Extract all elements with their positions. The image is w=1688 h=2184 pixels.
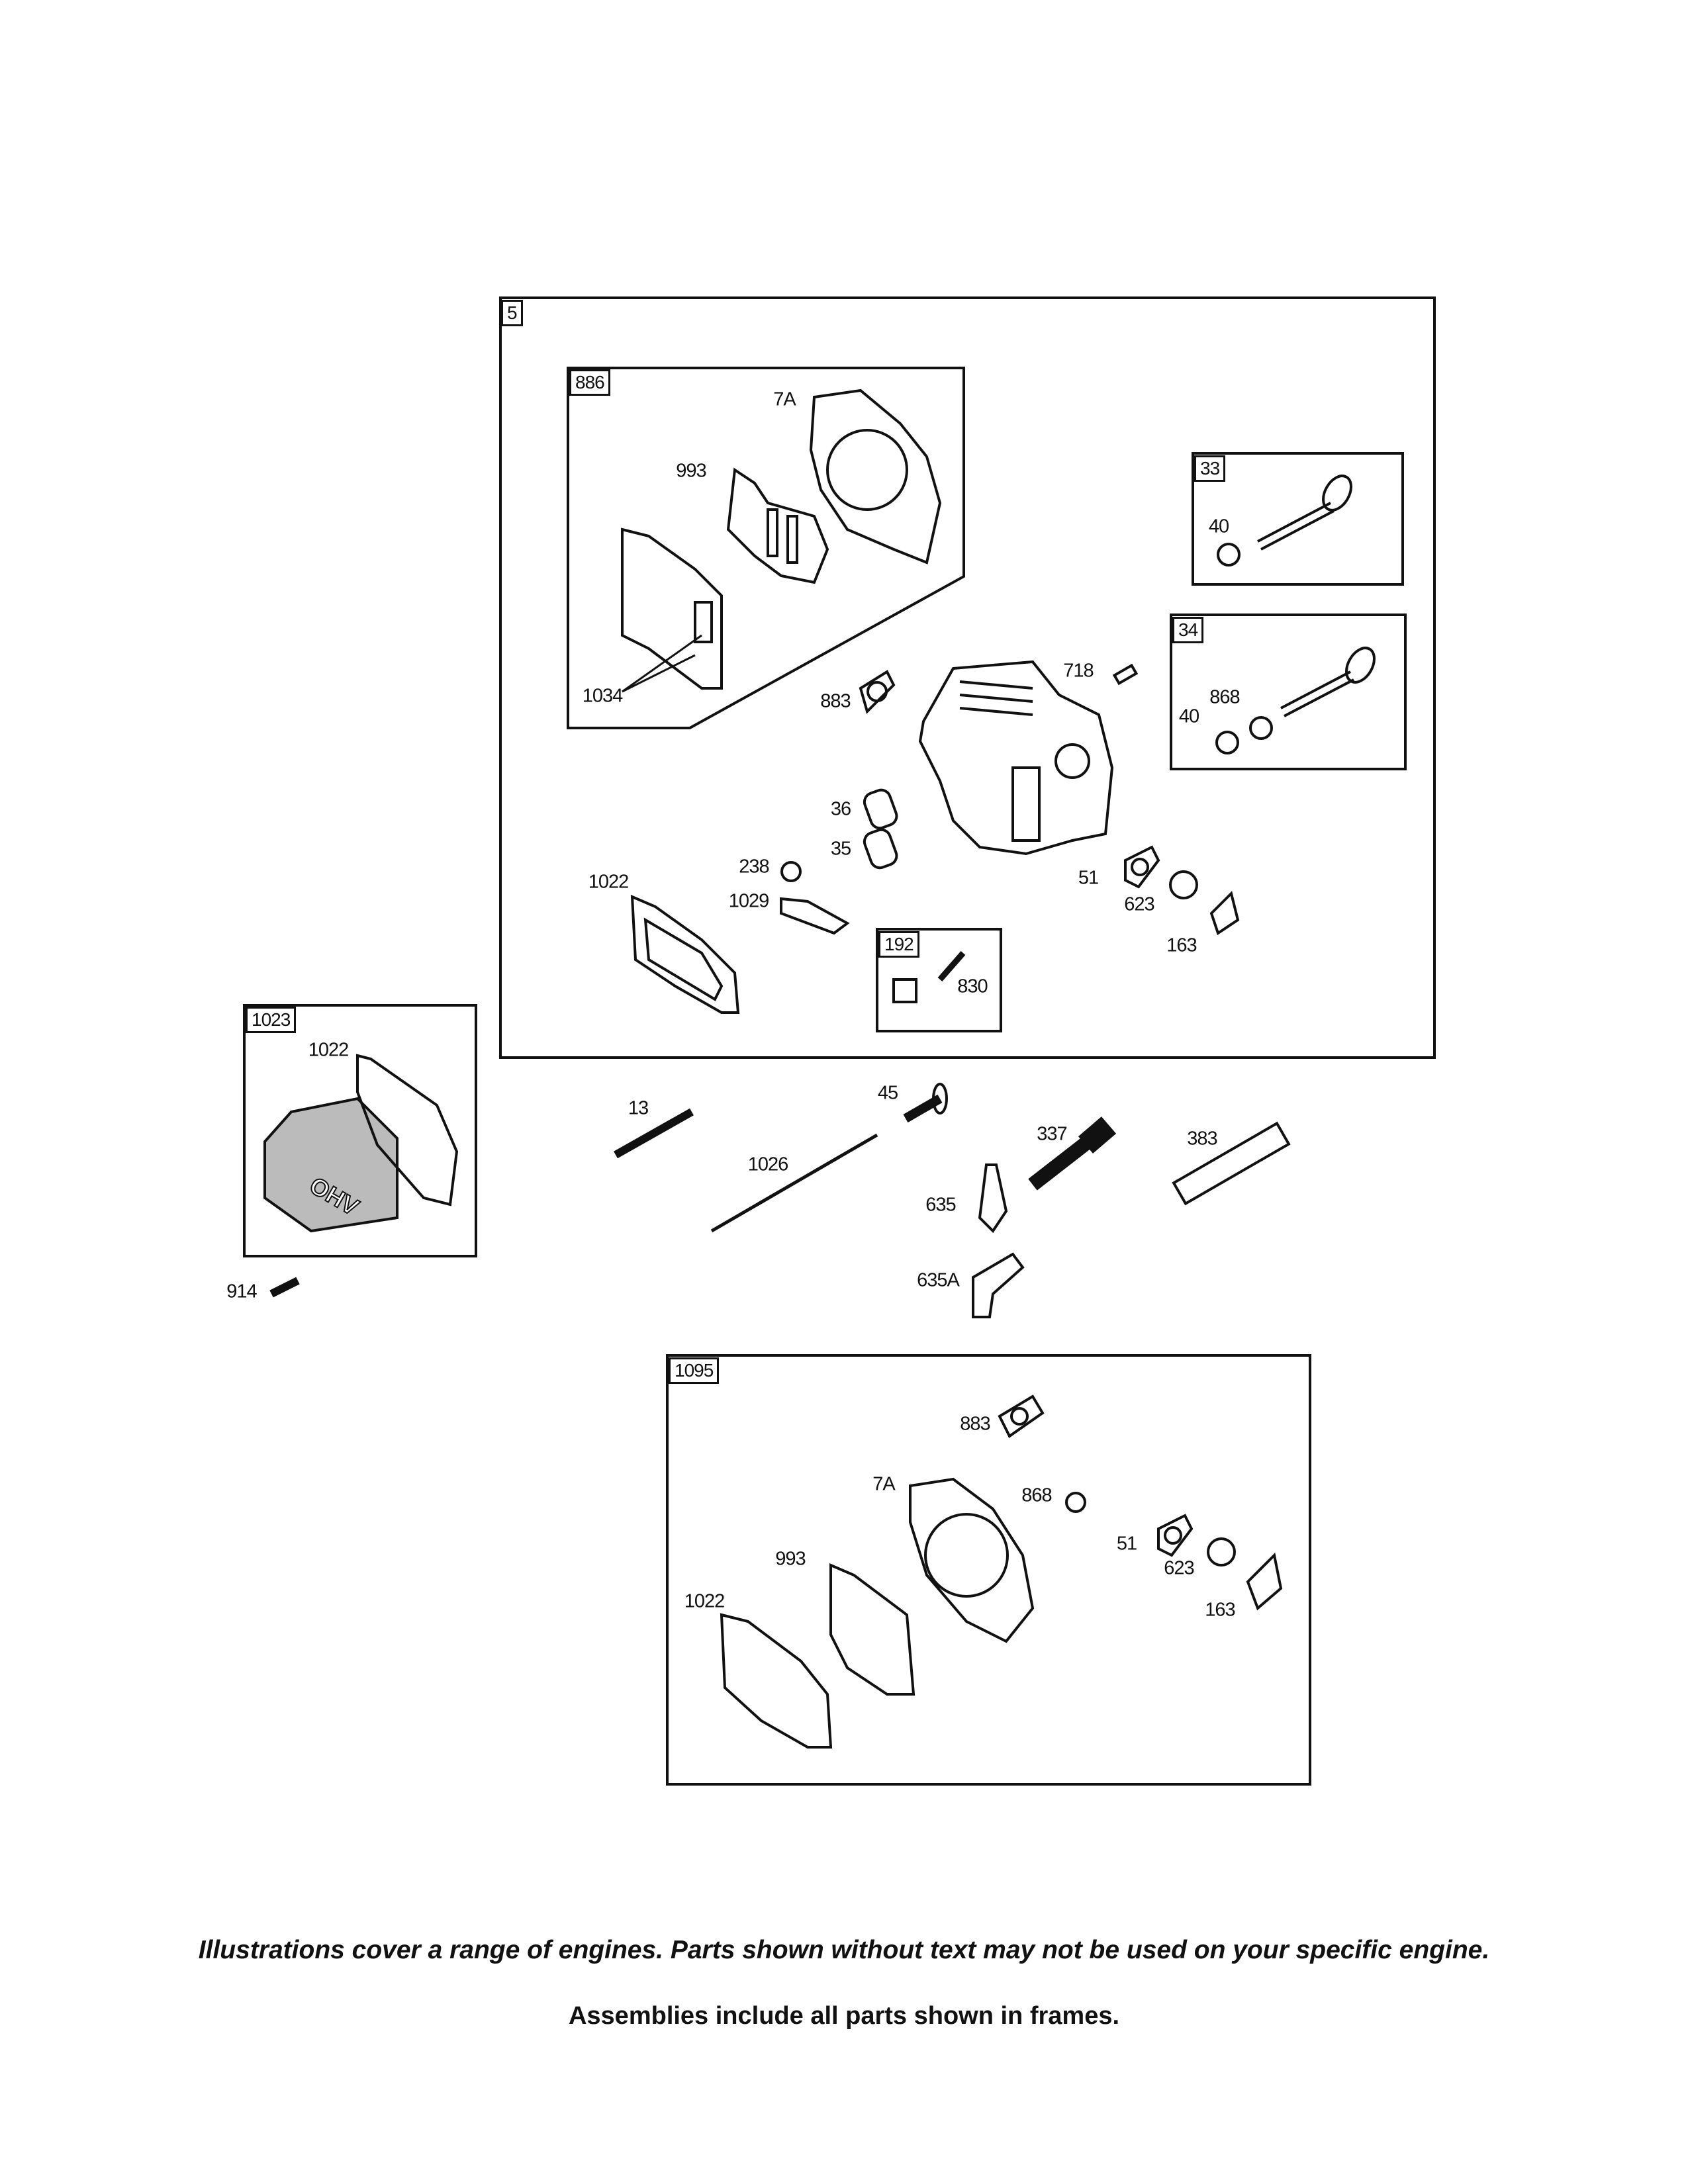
frame-tag-192: 192 — [878, 931, 919, 958]
dowel-pin-718 — [1112, 663, 1139, 686]
rocker-gasket-1022 — [630, 894, 740, 1014]
part-label: 13 — [628, 1097, 649, 1119]
frame-tag-5: 5 — [501, 300, 523, 326]
part-label: 36 — [830, 798, 851, 820]
part-label: 1022 — [308, 1039, 350, 1061]
head-gasket-7a — [809, 388, 942, 565]
set-intake-gasket-51 — [1157, 1514, 1194, 1557]
frame-tag-34: 34 — [1172, 617, 1204, 643]
screw-45 — [903, 1083, 948, 1123]
part-label: 51 — [1116, 1533, 1137, 1555]
spark-plug-337 — [1028, 1116, 1117, 1191]
part-label: 1029 — [728, 890, 770, 912]
disclaimer-text: Illustrations cover a range of engines. … — [198, 1936, 1490, 1964]
part-label: 1026 — [747, 1154, 789, 1175]
frame-tag-1095: 1095 — [669, 1357, 720, 1384]
part-label: 163 — [1205, 1599, 1235, 1621]
frame-tag-33: 33 — [1194, 455, 1226, 482]
o-ring-623 — [1169, 870, 1198, 899]
part-label: 868 — [1021, 1484, 1052, 1506]
set-exhaust-gasket-883 — [998, 1394, 1045, 1438]
frame-tag-886: 886 — [569, 369, 610, 396]
part-label: 830 — [957, 976, 988, 997]
breather-kit-192 — [892, 951, 966, 1003]
part-label: 993 — [676, 460, 706, 482]
part-label: 7A — [773, 388, 796, 410]
set-o-ring-623 — [1207, 1537, 1236, 1567]
part-label: 993 — [775, 1548, 806, 1570]
part-label: 1034 — [582, 685, 624, 707]
bolt-13 — [614, 1108, 694, 1159]
frame-34 — [1170, 614, 1407, 770]
set-rocker-gasket-1022 — [720, 1613, 833, 1749]
spark-plug-boot-635a — [972, 1252, 1025, 1318]
frame-33 — [1192, 452, 1404, 586]
screw-914 — [269, 1277, 300, 1298]
frame-1023 — [243, 1004, 477, 1257]
part-label: 1022 — [588, 871, 630, 893]
frame-5 — [499, 296, 1436, 1059]
part-label: 40 — [1178, 705, 1199, 727]
frame-886 — [567, 367, 965, 729]
o-ring-238 — [780, 861, 802, 882]
part-label: 337 — [1037, 1123, 1067, 1145]
part-label: 238 — [739, 856, 769, 878]
frame-192 — [876, 928, 1002, 1032]
frame-1095 — [666, 1354, 1311, 1786]
part-label: 718 — [1063, 660, 1094, 682]
part-label: 635A — [917, 1269, 960, 1291]
part-label: 883 — [820, 690, 851, 712]
frame-tag-1023: 1023 — [246, 1007, 297, 1033]
part-label: 883 — [960, 1413, 990, 1435]
gasket-993 — [726, 467, 829, 584]
part-label: 35 — [830, 838, 851, 860]
gasket-163 — [1209, 891, 1240, 936]
spark-plug-boot-635 — [978, 1163, 1008, 1234]
part-label: 40 — [1208, 516, 1229, 537]
part-label: 868 — [1209, 686, 1240, 708]
part-label: 914 — [226, 1281, 257, 1302]
exhaust-gasket-883 — [859, 670, 896, 714]
valve-33 — [1217, 475, 1352, 567]
set-head-gasket-7a — [909, 1477, 1035, 1643]
valve-spring-35 — [863, 828, 898, 870]
part-label: 635 — [925, 1194, 956, 1216]
set-gasket-163 — [1246, 1552, 1283, 1611]
rocker-cover-plate-1034 — [621, 527, 723, 690]
part-label: 7A — [872, 1473, 895, 1495]
part-label: 1022 — [684, 1590, 726, 1612]
valve-34 — [1215, 647, 1376, 754]
cylinder-head — [918, 660, 1114, 856]
set-gasket-993 — [829, 1563, 915, 1696]
part-label: 383 — [1187, 1128, 1217, 1150]
part-label: 623 — [1124, 893, 1154, 915]
valve-spring-36 — [863, 788, 898, 830]
rocker-arm-1029 — [780, 897, 850, 935]
spark-plug-tool-383 — [1172, 1121, 1291, 1206]
pushrod-1026 — [710, 1133, 878, 1233]
part-label: 163 — [1166, 934, 1197, 956]
set-valve-seal-868 — [1065, 1492, 1086, 1513]
valve-cover-ohv: OHV — [263, 1097, 399, 1233]
part-label: 45 — [877, 1082, 898, 1104]
assemblies-note: Assemblies include all parts shown in fr… — [568, 2002, 1120, 2030]
cover-gasket-1022 — [356, 1054, 459, 1206]
part-label: 51 — [1078, 867, 1099, 889]
part-label: 623 — [1164, 1557, 1194, 1579]
intake-gasket-51 — [1124, 845, 1160, 889]
